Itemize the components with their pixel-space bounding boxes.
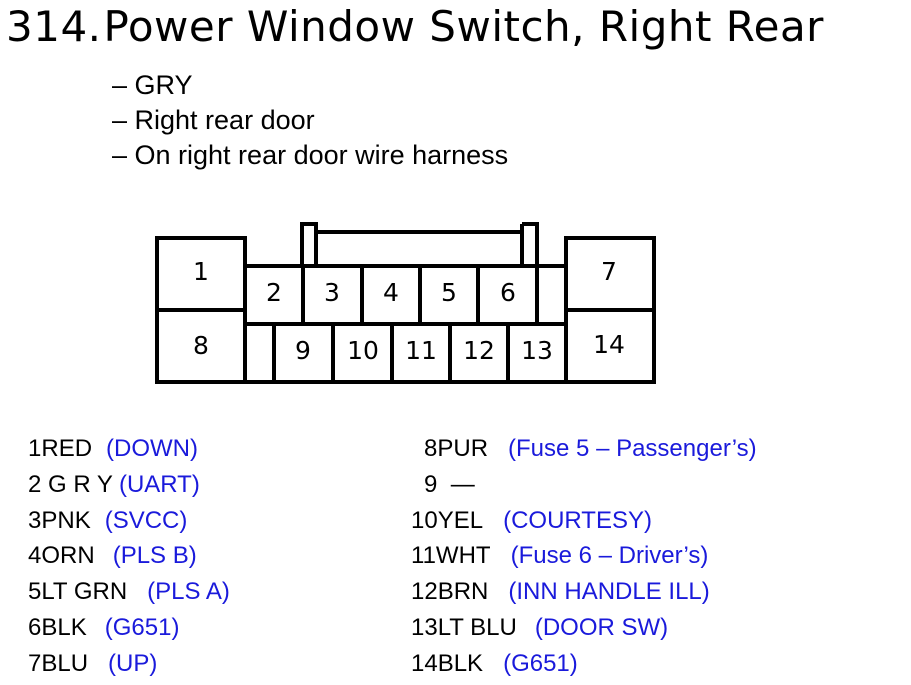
pin-number: 10 <box>411 506 438 534</box>
pin-row-14: 14BLK (G651) <box>411 646 757 682</box>
pin-row-10: 10YEL (COURTESY) <box>411 503 757 539</box>
pin-function: (COURTESY) <box>503 506 652 534</box>
wire-color: PNK <box>41 506 91 534</box>
pin-row-11: 11WHT (Fuse 6 – Driver’s) <box>411 538 757 574</box>
wire-color: LT BLU <box>437 613 517 641</box>
top-row-dividers <box>301 266 539 324</box>
pin-function: (DOWN) <box>106 435 198 462</box>
pin-label-9: 9 <box>295 336 311 365</box>
pin-number: 4 <box>28 542 42 570</box>
pin-list-left: 1RED (DOWN) 2 G R Y(UART) 3PNK (SVCC) 4ORN… <box>28 431 230 682</box>
pin-label-2: 2 <box>266 278 282 307</box>
pin-number: 13 <box>411 613 438 641</box>
wire-color: YEL <box>437 506 484 534</box>
pin-function: (UART) <box>118 470 200 498</box>
wire-color: PUR <box>437 435 489 462</box>
wire-color: BLU <box>41 649 89 677</box>
wire-color: WHT <box>435 542 491 570</box>
pin-label-5: 5 <box>441 278 457 307</box>
pin-label-13: 13 <box>521 336 553 365</box>
pin-list-right: 8PUR (Fuse 5 – Passenger’s) 9 — 10YEL (COU… <box>411 431 757 682</box>
locking-tab <box>300 222 539 266</box>
pin-label-10: 10 <box>347 336 379 365</box>
pin-number: 6 <box>28 613 42 641</box>
pin-function: (SVCC) <box>104 506 188 534</box>
pin-label-4: 4 <box>383 278 399 307</box>
pin-number: 2 <box>28 470 42 498</box>
pin-function: (PLS A) <box>147 578 230 606</box>
note-color: – GRY <box>112 70 193 100</box>
pin-number: 8 <box>424 435 438 462</box>
note-harness: – On right rear door wire harness <box>112 140 509 170</box>
pin-function: (Fuse 6 – Driver’s) <box>510 542 709 570</box>
pin-row-9: 9 — <box>424 467 757 503</box>
pin-function: (PLS B) <box>112 542 197 570</box>
pin-row-5: 5LT GRN (PLS A) <box>28 574 230 610</box>
pin-number: 5 <box>28 578 42 606</box>
wire-color: — <box>444 470 475 498</box>
pin-label-14: 14 <box>593 330 625 359</box>
pin-number: 3 <box>28 506 42 534</box>
pin-row-4: 4ORN (PLS B) <box>28 538 230 574</box>
title-text: Power Window Switch, Right Rear <box>103 2 824 51</box>
wire-color: LT GRN <box>41 578 128 606</box>
pin-label-11: 11 <box>405 336 437 365</box>
pin-row-3: 3PNK (SVCC) <box>28 503 230 539</box>
wire-color: G R Y <box>48 470 113 498</box>
pin-function: (G651) <box>104 613 180 641</box>
pin-function: (Fuse 5 – Passenger’s) <box>508 435 757 462</box>
pin-number: 12 <box>411 578 438 606</box>
pin-label-7: 7 <box>601 257 617 286</box>
connector-notes: – GRY – Right rear door – On right rear … <box>112 68 508 173</box>
pin-label-8: 8 <box>193 331 209 360</box>
bottom-row-dividers <box>272 324 510 382</box>
wire-color: ORN <box>41 542 95 570</box>
pin-row-6: 6BLK (G651) <box>28 610 230 646</box>
pin-number: 7 <box>28 649 42 677</box>
pin-number: 9 <box>424 470 438 498</box>
pin-number: 11 <box>411 542 436 570</box>
wire-color: BRN <box>437 578 489 606</box>
wire-color: BLK <box>41 613 87 641</box>
pin-row-8: 8PUR (Fuse 5 – Passenger’s) <box>424 431 757 467</box>
pin-number: 1 <box>28 435 42 462</box>
pin-label-6: 6 <box>500 278 516 307</box>
pin-label-1: 1 <box>193 257 209 286</box>
pin-function: (G651) <box>503 649 578 677</box>
wire-color: RED <box>41 435 93 462</box>
pin-label-3: 3 <box>324 278 340 307</box>
note-location: – Right rear door <box>112 105 315 135</box>
pin-row-13: 13LT BLU (DOOR SW) <box>411 610 757 646</box>
pin-function: (UP) <box>108 649 158 677</box>
pin-row-2: 2 G R Y(UART) <box>28 467 230 503</box>
page-title: 314.Power Window Switch, Right Rear <box>6 2 824 51</box>
title-number: 314. <box>6 2 102 51</box>
pin-label-12: 12 <box>463 336 495 365</box>
pin-number: 14 <box>411 649 438 677</box>
pin-function: (DOOR SW) <box>534 613 669 641</box>
pin-row-7: 7BLU (UP) <box>28 646 230 682</box>
pin-function: (INN HANDLE ILL) <box>508 578 710 606</box>
pin-row-1: 1RED (DOWN) <box>28 431 230 467</box>
pin-row-12: 12BRN (INN HANDLE ILL) <box>411 574 757 610</box>
wire-color: BLK <box>437 649 484 677</box>
